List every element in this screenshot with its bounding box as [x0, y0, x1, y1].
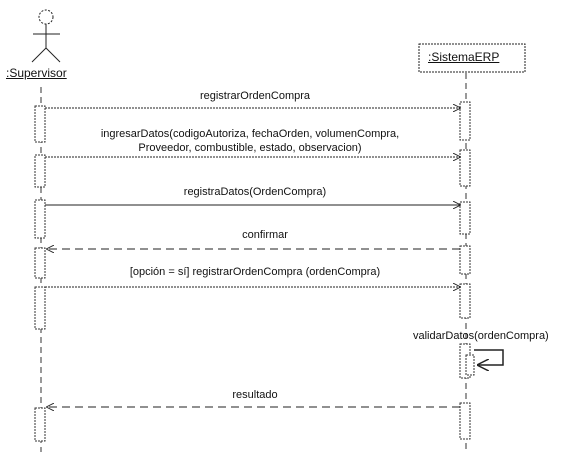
system-activation-3 [459, 201, 471, 235]
message-label-2b: Proveedor, combustible, estado, observac… [138, 142, 362, 154]
system-activation-4 [459, 245, 471, 275]
actor-activation-4 [34, 247, 46, 279]
actor-activation-3 [34, 199, 46, 239]
system-activation-1 [459, 101, 471, 141]
actor-activation-6 [34, 407, 46, 442]
system-activation-5 [459, 283, 471, 319]
message-label-6: validarDatos(ordenCompra) [413, 330, 549, 342]
message-label-2a: ingresarDatos(codigoAutoriza, fechaOrden… [100, 128, 400, 140]
message-label-7: resultado [232, 389, 278, 401]
system-participant-box [418, 43, 526, 73]
message-label-3: registraDatos(OrdenCompra) [183, 186, 327, 198]
actor-icon [31, 9, 61, 63]
actor-activation-1 [34, 105, 46, 143]
message-label-4: confirmar [242, 229, 288, 241]
message-label-5: [opción = sí] registrarOrdenCompra (orde… [129, 266, 381, 278]
actor-activation-5 [34, 286, 46, 330]
system-label: :SistemaERP [428, 50, 500, 64]
system-activation-self [465, 354, 475, 376]
actor-activation-2 [34, 154, 46, 188]
message-label-1: registrarOrdenCompra [199, 90, 311, 102]
actor-label: :Supervisor [6, 66, 67, 80]
system-activation-7 [459, 402, 471, 440]
system-activation-2 [459, 149, 471, 187]
message-arrow-6 [474, 349, 504, 365]
